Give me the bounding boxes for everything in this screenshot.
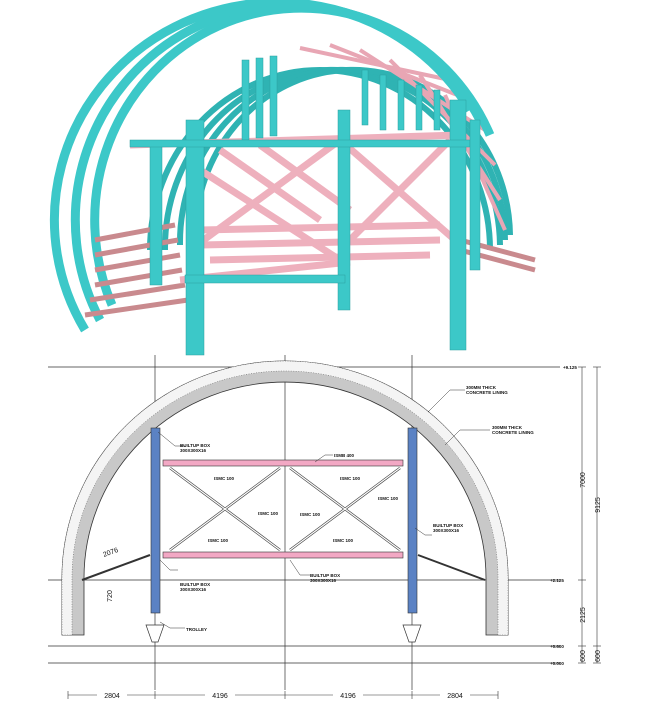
left-trolley	[145, 624, 165, 643]
dim-span-3: 4196	[340, 693, 356, 700]
level-mid: +0.600	[550, 644, 564, 649]
concrete-lining	[61, 360, 509, 636]
trolley-label: TROLLEY	[186, 627, 207, 632]
ismc-label-1: ISMC 100	[214, 476, 235, 481]
ismc-label-7: ISMC 100	[333, 538, 354, 543]
ismc-label-3: ISMC 100	[378, 496, 399, 501]
top-beam-label: ISMB 400	[334, 453, 355, 458]
ismc-label-2: ISMC 100	[340, 476, 361, 481]
ismc-label-4: ISMC 100	[258, 511, 279, 516]
arch-ribs-front	[49, 0, 495, 333]
level-spring: +2.125	[550, 578, 564, 583]
x-bracing	[129, 131, 461, 284]
columns	[129, 55, 481, 356]
dim-span-1: 2804	[104, 693, 120, 700]
dim-7000: 7000	[580, 472, 587, 488]
dim-strut-length: 2076	[102, 547, 119, 559]
dim-strut-offset: 720	[107, 590, 114, 602]
dim-9125: 9125	[595, 497, 602, 513]
horizontal-dimension-line	[67, 691, 499, 699]
bottom-beam	[162, 551, 404, 559]
dim-2125: 2125	[580, 607, 587, 623]
dim-span-2: 4196	[212, 693, 228, 700]
right-trolley	[402, 624, 422, 643]
ismc-label-6: ISMC 100	[208, 538, 229, 543]
dim-600-inner: 600	[580, 650, 587, 662]
vertical-dimension-lines	[578, 366, 601, 664]
top-beam	[162, 459, 404, 467]
left-column	[150, 427, 161, 614]
leader-lines	[157, 389, 490, 629]
right-column	[407, 427, 418, 614]
level-base: +0.000	[550, 661, 564, 666]
cross-bracing-inner	[169, 467, 401, 551]
3d-formwork-model	[49, 0, 536, 356]
level-top: +9.125	[563, 365, 577, 370]
dim-600-outer: 600	[595, 650, 602, 662]
dim-span-4: 2804	[447, 693, 463, 700]
ismc-label-5: ISMC 100	[300, 512, 321, 517]
side-struts-2d	[81, 554, 486, 581]
